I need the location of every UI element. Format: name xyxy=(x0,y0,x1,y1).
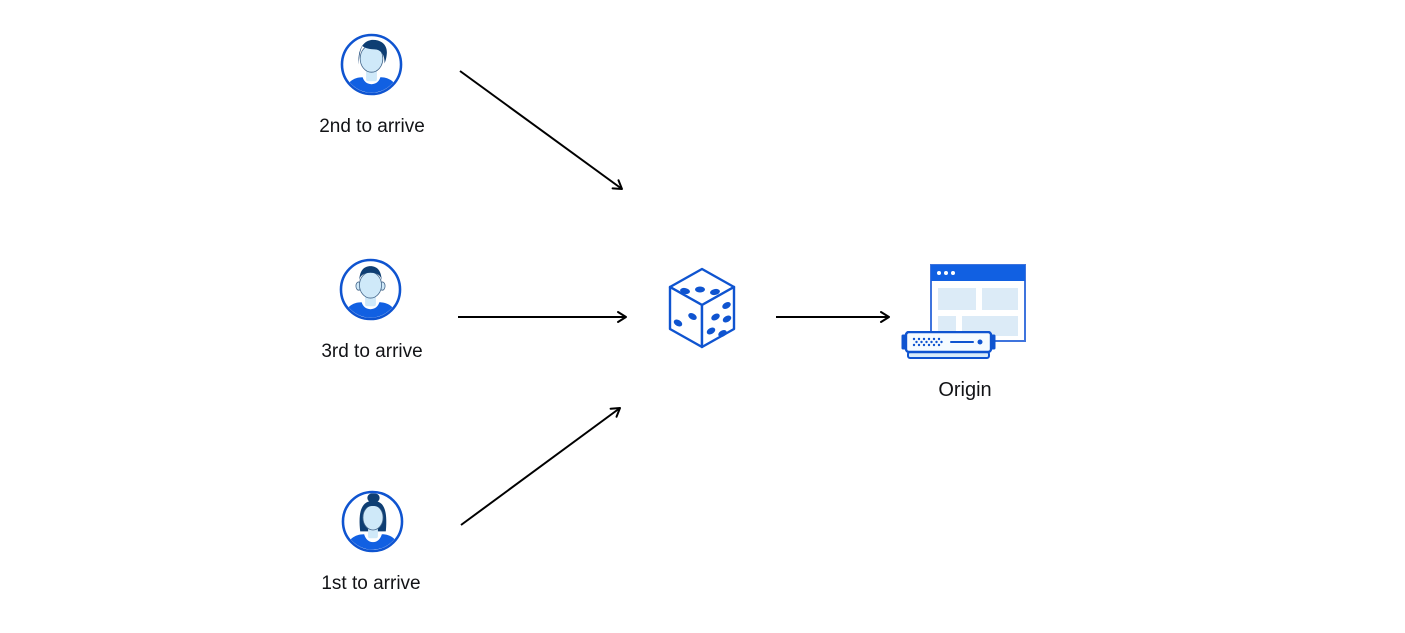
origin-label: Origin xyxy=(938,379,992,401)
node-label: 1st to arrive xyxy=(321,573,421,594)
node-user-first: 1st to arrive xyxy=(321,490,421,594)
browser-window-icon xyxy=(930,264,1026,342)
arrow-user-first-to-dice xyxy=(460,407,621,526)
node-user-third: 3rd to arrive xyxy=(321,258,423,362)
arrow-user-second-to-dice xyxy=(459,70,623,190)
node-label: 2nd to arrive xyxy=(319,116,425,137)
dice-icon xyxy=(668,267,736,349)
node-user-second: 2nd to arrive xyxy=(319,33,425,137)
node-dice xyxy=(667,267,737,349)
male-avatar-icon xyxy=(340,33,403,96)
female-avatar-icon xyxy=(341,490,404,553)
node-label: 3rd to arrive xyxy=(321,341,423,362)
node-origin: Origin xyxy=(900,262,1030,402)
server-icon xyxy=(901,331,996,359)
male-avatar-icon xyxy=(339,258,402,321)
server-vents xyxy=(912,337,943,347)
